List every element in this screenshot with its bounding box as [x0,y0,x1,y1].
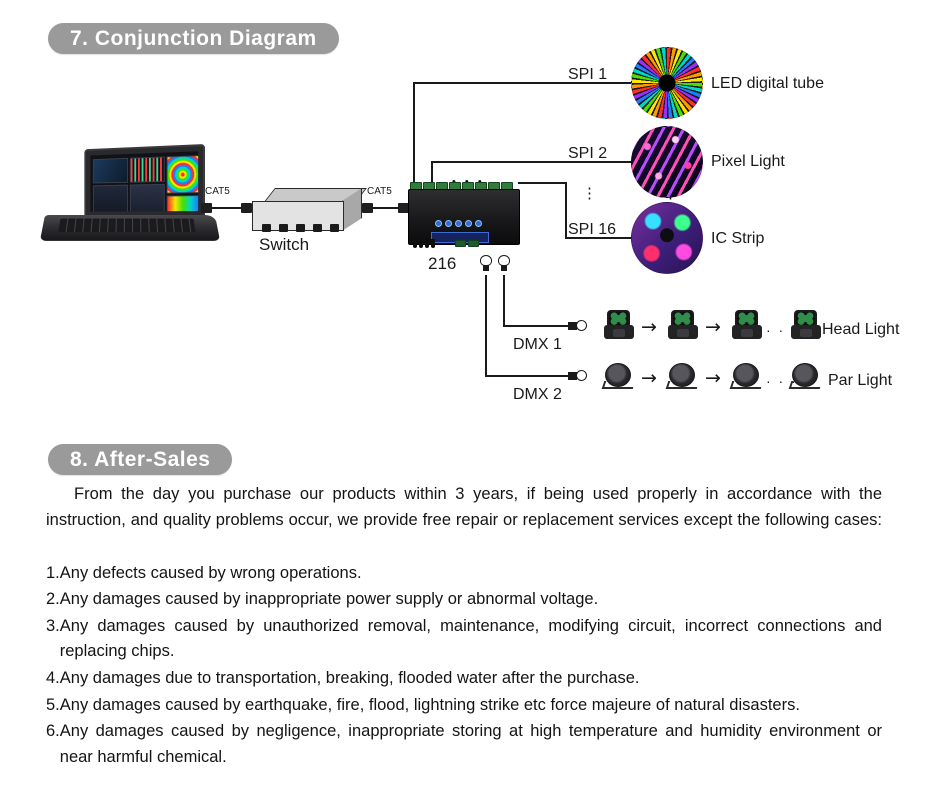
network-switch-device [252,188,367,236]
controller-chassis [408,189,520,248]
cat5-label-right: CAT5 [367,186,392,197]
head-light-fixture [666,310,700,340]
cat5-plug-right-a [362,203,373,213]
list-item-number: 5. [46,695,60,714]
ic-strip-thumbnail [631,202,703,274]
switch-front-face [252,201,344,232]
after-sales-list-item: 3. Any damages caused by unauthorized re… [46,614,882,665]
wiring-lines [200,82,632,377]
laptop-screen [90,151,199,212]
led-digital-tube-thumbnail [631,47,703,119]
list-item-text: Any damages caused by earthquake, fire, … [59,695,800,714]
list-item-text: Any defects caused by wrong operations. [59,563,362,582]
switch-label: Switch [259,235,310,254]
controller-model-label: 216 [428,254,457,273]
spi-ports-vertical-ellipsis: ⋮ [582,185,597,202]
spi-port-label-16: SPI 16 [568,221,617,238]
cat5-plug-left-a [201,203,212,213]
laptop-lid [84,144,205,220]
list-item-text: Any damages caused by negligence, inappr… [59,722,882,766]
xlr-socket-dmx1 [498,255,510,272]
dmx-device-label-head-light: Head Light [822,321,900,338]
controller-button[interactable] [435,220,442,227]
section-header-after-sales: 8. After-Sales [48,444,233,475]
after-sales-list-item: 1. Any defects caused by wrong operation… [46,561,882,587]
flow-arrow-icon: → [641,367,657,389]
switch-port-row [262,224,339,232]
after-sales-list-item: 5. Any damages caused by earthquake, fir… [46,693,882,719]
section-header-conjunction-diagram: 7. Conjunction Diagram [48,23,339,54]
switch-port [279,224,288,232]
par-light-fixture [601,361,636,391]
spi-port-label-2: SPI 2 [568,145,608,162]
list-item-number: 3. [46,616,60,635]
switch-port [313,224,322,232]
par-light-fixture [729,361,764,391]
dmx-port-label-1: DMX 1 [513,336,562,353]
xlr-socket-dmx2 [480,255,492,272]
controller-heatsink-fins [413,239,435,248]
list-item-number: 6. [46,722,60,741]
head-light-fixture [602,310,636,340]
flow-arrow-icon: → [641,316,657,338]
cat5-label-left: CAT5 [205,186,230,197]
controller-terminal-row-bottom [455,240,479,247]
flow-arrow-icon: → [705,316,721,338]
list-item-text: Any damages due to transportation, break… [59,668,640,687]
spi-device-label-led-digital-tube: LED digital tube [711,75,824,92]
xlr-plug-dmx2 [568,370,587,381]
dmx-port-label-2: DMX 2 [513,386,562,403]
laptop-base [39,215,221,241]
laptop-keyboard [58,218,196,233]
par-light-fixture [665,361,700,391]
controller-button[interactable] [475,220,482,227]
cat5-plug-right-b [398,203,409,213]
controller-button[interactable] [455,220,462,227]
dmx-device-label-par-light: Par Light [828,372,893,389]
list-item-number: 1. [46,563,60,582]
head-light-ellipsis: · · · [766,322,798,338]
switch-port [330,224,339,232]
spi-port-label-1: SPI 1 [568,66,608,83]
par-light-ellipsis: · · · [766,373,798,389]
xlr-plug-dmx1 [568,320,587,331]
after-sales-list-item: 2. Any damages caused by inappropriate p… [46,587,882,613]
spi-device-label-ic-strip: IC Strip [711,230,765,247]
after-sales-list-item: 6. Any damages caused by negligence, ina… [46,719,882,770]
controller-terminal [468,240,479,247]
laptop-device [39,144,221,249]
switch-port [296,224,305,232]
controller-button-row [435,220,482,227]
list-item-text: Any damages caused by unauthorized remov… [59,616,882,661]
controller-terminal [455,240,466,247]
switch-port [262,224,271,232]
flow-arrow-icon: → [705,367,721,389]
after-sales-list-item: 4. Any damages due to transportation, br… [46,666,882,692]
led-controller-device: • • • [408,176,520,251]
list-item-number: 2. [46,590,60,609]
after-sales-content: From the day you purchase our products w… [46,482,882,771]
head-light-fixture [789,310,823,340]
cat5-plug-left-b [241,203,252,213]
controller-terminal-row-top [410,182,513,191]
controller-button[interactable] [445,220,452,227]
conjunction-diagram: CAT5 Switch CAT5 • • • [0,47,926,438]
spi-device-label-pixel-light: Pixel Light [711,153,785,170]
controller-button[interactable] [465,220,472,227]
list-item-number: 4. [46,668,60,687]
head-light-fixture [730,310,764,340]
list-item-text: Any damages caused by inappropriate powe… [59,590,599,609]
pixel-light-thumbnail [631,126,703,198]
par-light-fixture [788,361,823,391]
after-sales-intro-paragraph: From the day you purchase our products w… [46,485,882,529]
